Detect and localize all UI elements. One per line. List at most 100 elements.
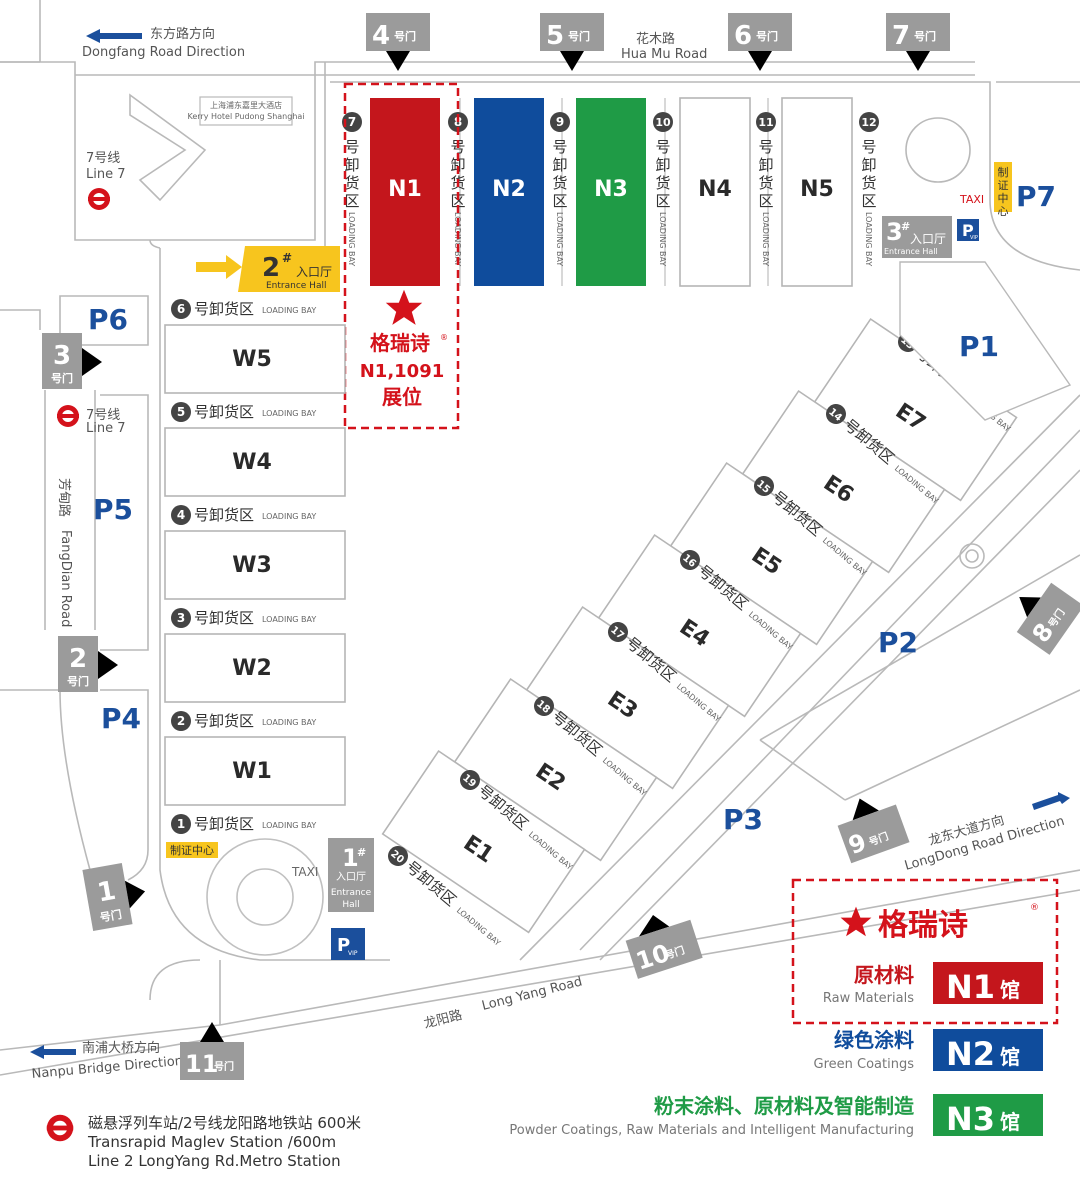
svg-text:Entrance: Entrance (331, 888, 372, 898)
hall-n2[interactable] (474, 98, 544, 286)
gate-3[interactable]: 3号门 (42, 333, 102, 389)
svg-text:馆: 馆 (1000, 978, 1020, 1002)
svg-text:区: 区 (758, 192, 773, 210)
hall-w4-label: W4 (232, 450, 272, 475)
parking-p5: P5 (93, 493, 133, 526)
gate-1[interactable]: 1号门 (82, 860, 150, 932)
cert-center-west: 制证中心 (166, 842, 218, 858)
svg-text:号门: 号门 (568, 29, 590, 43)
svg-text:卸: 卸 (344, 156, 359, 174)
booth-highlight[interactable]: 格瑞诗 ® N1,1091 展位 (343, 82, 460, 430)
hall-w4[interactable] (164, 427, 346, 497)
hall-w5[interactable] (164, 324, 346, 394)
svg-text:LOADING BAY: LOADING BAY (453, 212, 462, 266)
svg-text:Hall: Hall (342, 900, 359, 910)
nanpu-road-en: Nanpu Bridge Direction (31, 1054, 184, 1082)
entrance-hall-2[interactable]: 2 # 入口厅 Entrance Hall (196, 246, 340, 292)
svg-text:N3: N3 (946, 1100, 995, 1138)
svg-text:号门: 号门 (756, 29, 778, 43)
svg-text:号卸货区: 号卸货区 (194, 300, 254, 318)
svg-text:区: 区 (655, 192, 670, 210)
svg-text:制: 制 (998, 166, 1009, 179)
parking-p7: P7 (1016, 180, 1056, 213)
svg-text:号门: 号门 (67, 674, 89, 688)
hall-n5-label: N5 (800, 177, 834, 202)
svg-text:粉末涂料、原材料及智能制造: 粉末涂料、原材料及智能制造 (654, 1094, 915, 1118)
entrance-hall-1[interactable]: 1 # 入口厅 Entrance Hall P VIP TAXI (291, 838, 374, 960)
entrance-hall-3[interactable]: 3 # 入口厅 Entrance Hall P VIP TAXI (882, 193, 984, 258)
svg-text:货: 货 (758, 174, 773, 192)
svg-text:Line 2 LongYang Rd.Metro Stati: Line 2 LongYang Rd.Metro Station (88, 1152, 341, 1170)
svg-text:号门: 号门 (214, 1060, 234, 1073)
longyang-road-cn: 龙阳路 (422, 1007, 464, 1032)
svg-text:N1: N1 (946, 968, 995, 1006)
svg-text:LOADING BAY: LOADING BAY (262, 306, 316, 315)
hall-e1[interactable] (381, 749, 586, 934)
gate-2[interactable]: 2号门 (58, 636, 118, 692)
taxi-label: TAXI (959, 193, 984, 206)
svg-text:号卸货区: 号卸货区 (194, 609, 254, 627)
svg-text:制证中心: 制证中心 (170, 844, 214, 857)
hall-n3[interactable] (576, 98, 646, 286)
hotel-name-cn: 上海浦东嘉里大酒店 (210, 100, 282, 110)
hall-w1[interactable] (164, 736, 346, 806)
gate-9[interactable]: 9号门 (831, 788, 910, 864)
svg-text:9: 9 (556, 115, 564, 129)
fangdian-road-cn: 芳甸路 (56, 478, 72, 517)
hall-n4-label: N4 (698, 177, 732, 202)
svg-text:Entrance Hall: Entrance Hall (884, 247, 938, 256)
loading-bay-8: 8 号 卸 货 区 LOADING BAY (448, 112, 468, 266)
svg-text:1: 1 (177, 817, 185, 831)
metro-icon (88, 188, 110, 210)
star-icon (840, 906, 872, 937)
booth-label: 展位 (382, 385, 422, 409)
svg-text:P: P (337, 935, 350, 956)
svg-text:号门: 号门 (51, 371, 73, 385)
hall-w2-label: W2 (232, 656, 272, 681)
fangdian-road-en: FangDian Road (58, 530, 73, 627)
dongfang-road-en: Dongfang Road Direction (82, 45, 245, 60)
svg-text:号: 号 (655, 138, 670, 156)
svg-text:Entrance Hall: Entrance Hall (266, 281, 326, 291)
svg-text:N2: N2 (946, 1035, 995, 1073)
svg-text:5: 5 (177, 405, 185, 419)
svg-text:货: 货 (552, 174, 567, 192)
hall-n4[interactable] (679, 97, 751, 287)
hall-n5[interactable] (781, 97, 853, 287)
svg-text:LOADING BAY: LOADING BAY (658, 212, 667, 266)
hall-w2[interactable] (164, 633, 346, 703)
svg-text:Line 7: Line 7 (86, 167, 126, 182)
svg-text:Green Coatings: Green Coatings (814, 1057, 915, 1072)
svg-text:#: # (901, 220, 910, 233)
gate-8[interactable]: 8号门 (1002, 572, 1080, 655)
metro-icon (57, 405, 79, 427)
hall-w3[interactable] (164, 530, 346, 600)
svg-text:2: 2 (177, 714, 185, 728)
svg-text:卸: 卸 (655, 156, 670, 174)
svg-text:号门: 号门 (394, 29, 416, 43)
svg-text:LOADING BAY: LOADING BAY (761, 212, 770, 266)
svg-text:7: 7 (892, 21, 910, 51)
svg-text:11: 11 (185, 1050, 218, 1078)
svg-text:号: 号 (552, 138, 567, 156)
parking-p6: P6 (88, 303, 128, 336)
longyang-road-en: Long Yang Road (480, 974, 584, 1013)
huamu-road-en: Hua Mu Road (621, 47, 707, 62)
hall-n1-label: N1 (388, 177, 422, 202)
svg-text:货: 货 (344, 174, 359, 192)
hall-n1[interactable] (370, 98, 440, 286)
svg-text:磁悬浮列车站/2号线龙阳路地铁站 600米: 磁悬浮列车站/2号线龙阳路地铁站 600米 (88, 1114, 361, 1132)
svg-text:3: 3 (886, 218, 903, 246)
svg-text:LOADING BAY: LOADING BAY (555, 212, 564, 266)
loading-bay-7: 7 号 卸 货 区 LOADING BAY (342, 112, 362, 266)
